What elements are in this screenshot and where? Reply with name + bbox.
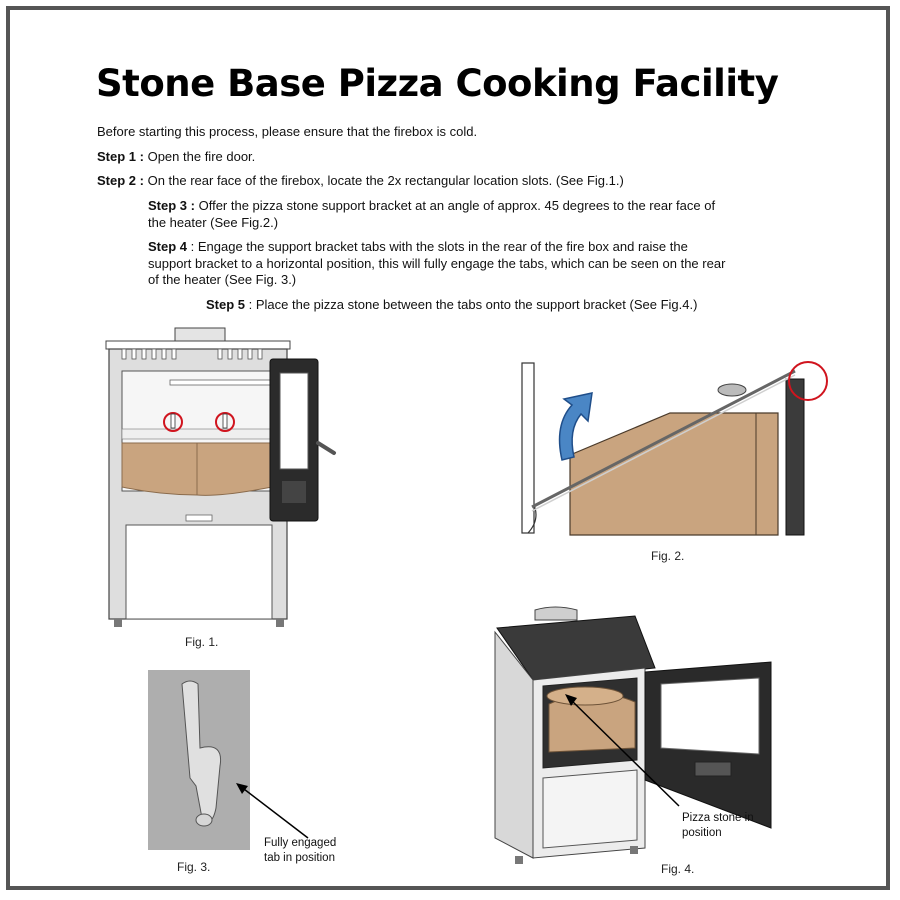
step-5-label: Step 5 xyxy=(206,297,246,312)
fig-4-callout-line-1: Pizza stone in xyxy=(682,812,754,824)
step-4-label: Step 4 xyxy=(148,239,188,254)
step-5: Step 5 : Place the pizza stone between t… xyxy=(206,297,697,314)
step-4-text: : Engage the support bracket tabs with t… xyxy=(148,239,726,287)
fig-3-caption: Fig. 3. xyxy=(177,860,211,874)
fig-4-pizza-stone-in-position-illustration xyxy=(494,606,772,864)
fig-2-bracket-angle-illustration xyxy=(521,361,828,536)
step-4: Step 4 : Engage the support bracket tabs… xyxy=(148,239,726,289)
fig-3-callout-line-1: Fully engaged xyxy=(264,837,337,849)
fig-1-stove-front-illustration xyxy=(105,327,336,627)
step-3-label: Step 3 : xyxy=(148,198,195,213)
step-5-text: : Place the pizza stone between the tabs… xyxy=(248,297,698,312)
fig-3-engaged-tab-illustration xyxy=(148,670,309,850)
fig-1-caption: Fig. 1. xyxy=(185,635,219,649)
page-title: Stone Base Pizza Cooking Facility xyxy=(96,62,779,105)
fig-4-callout-line-2: position xyxy=(682,827,722,839)
step-1-text: Open the fire door. xyxy=(147,149,256,164)
step-2: Step 2 : On the rear face of the firebox… xyxy=(97,173,624,190)
intro-text: Before starting this process, please ens… xyxy=(97,124,478,139)
fig-3-callout-line-2: tab in position xyxy=(264,852,335,864)
step-1-label: Step 1 : xyxy=(97,149,144,164)
fig-2-caption: Fig. 2. xyxy=(651,549,685,563)
step-3-text: Offer the pizza stone support bracket at… xyxy=(148,198,716,230)
step-2-label: Step 2 : xyxy=(97,173,144,188)
fig-4-caption: Fig. 4. xyxy=(661,862,695,876)
step-1: Step 1 : Open the fire door. xyxy=(97,149,255,166)
step-3: Step 3 : Offer the pizza stone support b… xyxy=(148,198,728,231)
step-2-text: On the rear face of the firebox, locate … xyxy=(147,173,624,188)
